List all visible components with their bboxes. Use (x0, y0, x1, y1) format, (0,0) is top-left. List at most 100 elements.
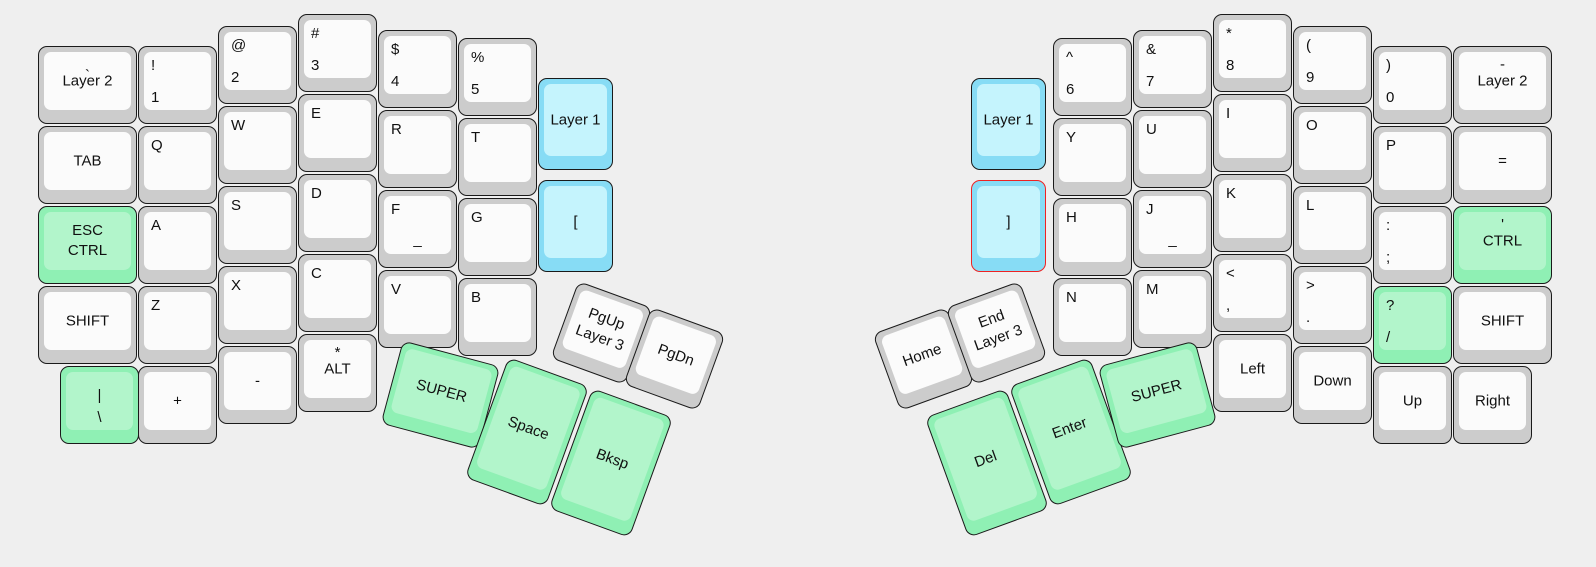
key-c[interactable]: C (298, 254, 377, 332)
key-legend-center: SHIFT (65, 312, 110, 330)
key-e[interactable]: E (298, 94, 377, 172)
key-legend-center: ALT (324, 360, 351, 378)
key-slash-question[interactable]: ?/ (1373, 286, 1452, 364)
key-legend-top: | (97, 387, 102, 404)
key-a[interactable]: A (138, 206, 217, 284)
key-b[interactable]: B (458, 278, 537, 356)
key-legend-center: Up (1402, 392, 1423, 410)
key-legend-tl: S (231, 197, 242, 214)
keycap-surface: U (1139, 116, 1206, 174)
key-comma-less[interactable]: <, (1213, 254, 1292, 332)
key-9-paren[interactable]: (9 (1293, 26, 1372, 104)
keycap-surface: &7 (1139, 36, 1206, 94)
key-n[interactable]: N (1053, 278, 1132, 356)
key-legend-bl: 5 (471, 81, 480, 98)
key-5-percent[interactable]: %5 (458, 38, 537, 116)
key-down-arrow[interactable]: Down (1293, 346, 1372, 424)
key-h[interactable]: H (1053, 198, 1132, 276)
key-legend-tl: K (1226, 185, 1237, 202)
key-left-arrow[interactable]: Left (1213, 334, 1292, 412)
key-j[interactable]: J_ (1133, 190, 1212, 268)
key-o[interactable]: O (1293, 106, 1372, 184)
key-plus[interactable]: + (138, 366, 217, 444)
key-layer1-right[interactable]: Layer 1 (971, 78, 1046, 170)
key-7-ampersand[interactable]: &7 (1133, 30, 1212, 108)
key-y[interactable]: Y (1053, 118, 1132, 196)
key-0-paren[interactable]: )0 (1373, 46, 1452, 124)
keycap-surface: E (304, 100, 371, 158)
key-bracket-right[interactable]: ] (971, 180, 1046, 272)
key-up-arrow[interactable]: Up (1373, 366, 1452, 444)
key-legend-bl: 8 (1226, 57, 1235, 74)
key-1-exclaim[interactable]: !1 (138, 46, 217, 124)
key-g[interactable]: G (458, 198, 537, 276)
key-semicolon[interactable]: :; (1373, 206, 1452, 284)
key-legend-homing: _ (413, 231, 422, 248)
key-legend-tl: < (1226, 265, 1235, 282)
key-layer2-grave[interactable]: Layer 2` (38, 46, 137, 124)
key-q[interactable]: Q (138, 126, 217, 204)
key-legend-tl: ? (1386, 297, 1395, 314)
key-m[interactable]: M (1133, 270, 1212, 348)
key-legend-tl: Y (1066, 129, 1077, 146)
key-p[interactable]: P (1373, 126, 1452, 204)
key-t[interactable]: T (458, 118, 537, 196)
key-bracket-left[interactable]: [ (538, 180, 613, 272)
key-legend-tl: Z (151, 297, 161, 314)
key-l[interactable]: L (1293, 186, 1372, 264)
keycap-surface: Up (1379, 372, 1446, 430)
key-legend-center: SUPER (414, 376, 469, 407)
key-f[interactable]: F_ (378, 190, 457, 268)
key-2-at[interactable]: @2 (218, 26, 297, 104)
key-z[interactable]: Z (138, 286, 217, 364)
key-d[interactable]: D (298, 174, 377, 252)
key-legend-center: + (173, 392, 182, 410)
keycap-surface: SHIFT (44, 292, 131, 350)
key-3-hash[interactable]: #3 (298, 14, 377, 92)
keycap-surface: Z (144, 292, 211, 350)
key-layer1-left[interactable]: Layer 1 (538, 78, 613, 170)
key-period-greater[interactable]: >. (1293, 266, 1372, 344)
key-minus[interactable]: - (218, 346, 297, 424)
key-u[interactable]: U (1133, 110, 1212, 188)
key-legend-tl: G (471, 209, 483, 226)
key-legend-tl: > (1306, 277, 1315, 294)
key-legend-tl: X (231, 277, 242, 294)
keycap-surface: >. (1299, 272, 1366, 330)
key-super-right[interactable]: SUPER (1097, 340, 1218, 450)
key-esc-ctrl[interactable]: ESC CTRL (38, 206, 137, 284)
keycap-surface: + (144, 372, 211, 430)
key-v[interactable]: V (378, 270, 457, 348)
key-legend-center: CTRL (1482, 232, 1523, 250)
key-s[interactable]: S (218, 186, 297, 264)
key-legend-tl: & (1146, 41, 1157, 58)
key-tab[interactable]: TAB (38, 126, 137, 204)
keycap-surface: X (224, 272, 291, 330)
key-shift-right[interactable]: SHIFT (1453, 286, 1552, 364)
key-legend-tl: J (1146, 201, 1154, 218)
key-x[interactable]: X (218, 266, 297, 344)
key-i[interactable]: I (1213, 94, 1292, 172)
key-8-asterisk[interactable]: *8 (1213, 14, 1292, 92)
key-shift-left[interactable]: SHIFT (38, 286, 137, 364)
key-right-arrow[interactable]: Right (1453, 366, 1532, 444)
key-alt-asterisk[interactable]: *ALT (298, 334, 377, 412)
key-ctrl-quote[interactable]: 'CTRL (1453, 206, 1552, 284)
key-4-dollar[interactable]: $4 (378, 30, 457, 108)
key-legend-tl: H (1066, 209, 1077, 226)
key-legend-tl: # (311, 25, 320, 42)
key-legend-topctr: - (1500, 56, 1505, 73)
key-r[interactable]: R (378, 110, 457, 188)
key-legend-bl: 2 (231, 69, 240, 86)
keycap-surface: J_ (1139, 196, 1206, 254)
key-w[interactable]: W (218, 106, 297, 184)
key-pipe-backslash[interactable]: |\ (60, 366, 139, 444)
key-legend-tl: W (231, 117, 246, 134)
key-legend-center: PgUp Layer 3 (573, 304, 628, 355)
key-6-caret[interactable]: ^6 (1053, 38, 1132, 116)
key-layer2-minus[interactable]: -Layer 2 (1453, 46, 1552, 124)
key-equals[interactable]: = (1453, 126, 1552, 204)
key-k[interactable]: K (1213, 174, 1292, 252)
keycap-surface: ] (977, 186, 1040, 258)
keycap-surface: B (464, 284, 531, 342)
